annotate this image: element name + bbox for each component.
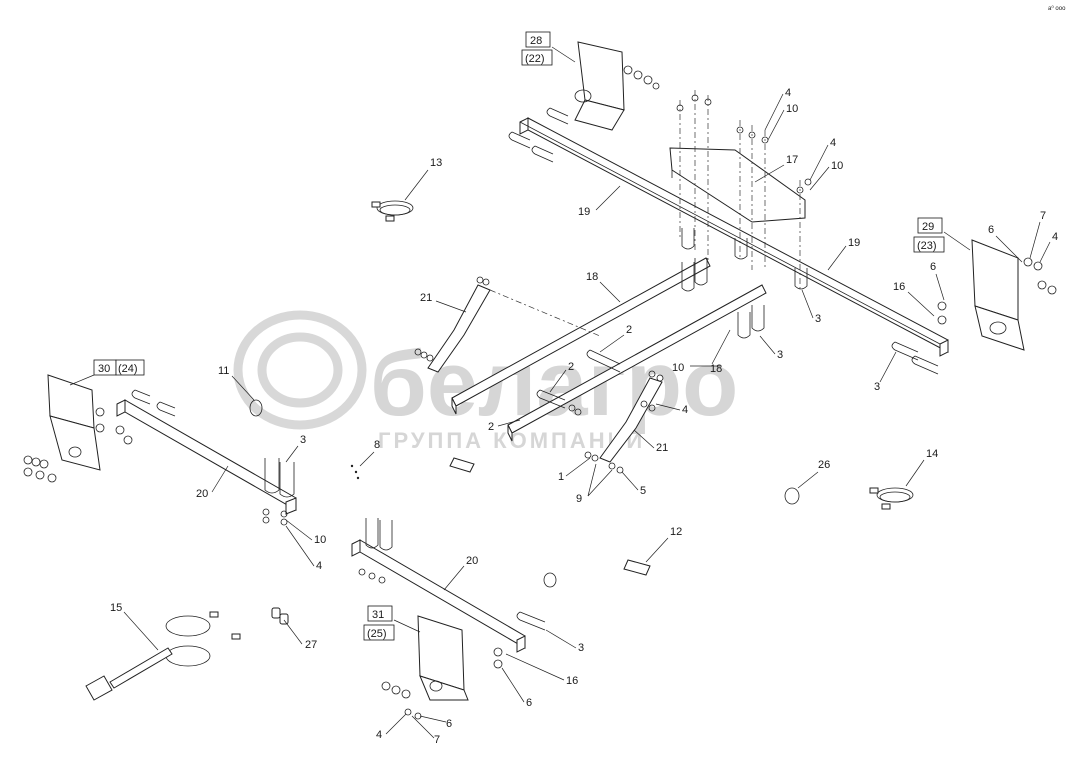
beam-18-left	[451, 257, 711, 415]
boxed-label-31: 31 (25)	[363, 605, 421, 641]
hardware-center	[414, 348, 656, 474]
boxed-label-28-alt: (22)	[525, 53, 545, 65]
callout-16a: 16	[893, 281, 905, 293]
beam-20-left	[116, 389, 297, 526]
callout-17: 17	[786, 154, 798, 166]
cable-15	[85, 611, 241, 701]
beam-19	[519, 117, 949, 357]
callout-21a: 21	[420, 292, 432, 304]
boxed-label-31-alt: (25)	[367, 628, 387, 640]
callout-20a: 20	[196, 488, 208, 500]
bracket-31	[381, 615, 503, 720]
callout-1: 1	[558, 471, 564, 483]
callout-8: 8	[374, 439, 380, 451]
callout-18a: 18	[586, 271, 598, 283]
bracket-30	[23, 374, 133, 483]
corner-mark: a⁰ ooo	[1048, 5, 1066, 12]
callout-2b: 2	[568, 361, 574, 373]
boxed-label-30-alt: (24)	[118, 363, 138, 375]
callout-20b: 20	[466, 555, 478, 567]
callout-13: 13	[430, 157, 442, 169]
callout-21b: 21	[656, 442, 668, 454]
boxed-label-29-main: 29	[922, 221, 934, 233]
boxed-label-30-main: 30	[98, 363, 110, 375]
callout-10d: 10	[314, 534, 326, 546]
bolt-column-top	[676, 90, 812, 290]
callout-6c: 6	[526, 697, 532, 709]
plate-17	[669, 147, 806, 223]
u-bolts-beam-18	[536, 258, 765, 409]
callout-4c: 4	[1052, 231, 1058, 243]
callout-10b: 10	[831, 160, 843, 172]
beam-18-right	[507, 284, 767, 442]
boxed-label-28-main: 28	[530, 35, 542, 47]
callout-3b: 3	[777, 349, 783, 361]
callout-14: 14	[926, 448, 938, 460]
callout-4a: 4	[785, 87, 791, 99]
u-bolts-top-left	[508, 107, 569, 163]
callout-7a: 7	[1040, 210, 1046, 222]
callout-12: 12	[670, 526, 682, 538]
callout-10c: 10	[672, 362, 684, 374]
callout-15: 15	[110, 602, 122, 614]
sleeve-27	[271, 607, 289, 625]
callout-2a: 2	[626, 324, 632, 336]
callout-2c: 2	[488, 421, 494, 433]
u-bolts-under-19	[681, 228, 808, 290]
cable-14	[869, 487, 914, 510]
callout-4e: 4	[316, 560, 322, 572]
cable-13	[371, 200, 414, 222]
callout-19a: 19	[578, 206, 590, 218]
callout-10a: 10	[786, 103, 798, 115]
callout-18b: 18	[710, 363, 722, 375]
dots-8	[350, 464, 360, 480]
bracket-28	[574, 41, 660, 131]
bracket-29	[891, 239, 1057, 375]
callout-7b: 7	[434, 734, 440, 746]
ring-26	[784, 487, 800, 505]
callout-6d: 6	[446, 718, 452, 730]
boxed-label-29-alt: (23)	[917, 240, 937, 252]
ring-11	[249, 399, 263, 417]
callout-16b: 16	[566, 675, 578, 687]
callout-3c: 3	[874, 381, 880, 393]
callout-6a: 6	[988, 224, 994, 236]
pad-center	[449, 457, 475, 473]
pad-12	[623, 559, 651, 576]
callout-4b: 4	[830, 137, 836, 149]
beam-20-bottom	[351, 518, 546, 653]
callout-3a: 3	[815, 313, 821, 325]
callout-5: 5	[640, 485, 646, 497]
callout-4d: 4	[682, 404, 688, 416]
ring-lower	[543, 572, 557, 588]
boxed-label-31-main: 31	[372, 609, 384, 621]
strut-21-right	[599, 370, 664, 463]
callout-3d: 3	[300, 434, 306, 446]
callout-19b: 19	[848, 237, 860, 249]
callout-11: 11	[218, 365, 229, 377]
callout-9: 9	[576, 493, 582, 505]
boxed-label-29: 29 (23)	[913, 217, 971, 253]
callout-4f: 4	[376, 729, 382, 741]
callout-26: 26	[818, 459, 830, 471]
callouts: 13 4 10 17 4 10 19 19 6 7 4 6 16 3 3 3 1…	[110, 87, 1058, 746]
boxed-label-30: 30 (24)	[69, 359, 145, 386]
strut-21-left	[427, 276, 601, 373]
callout-27: 27	[305, 639, 317, 651]
callout-3e: 3	[578, 642, 584, 654]
callout-6b: 6	[930, 261, 936, 273]
boxed-label-28: 28 (22)	[521, 31, 576, 66]
